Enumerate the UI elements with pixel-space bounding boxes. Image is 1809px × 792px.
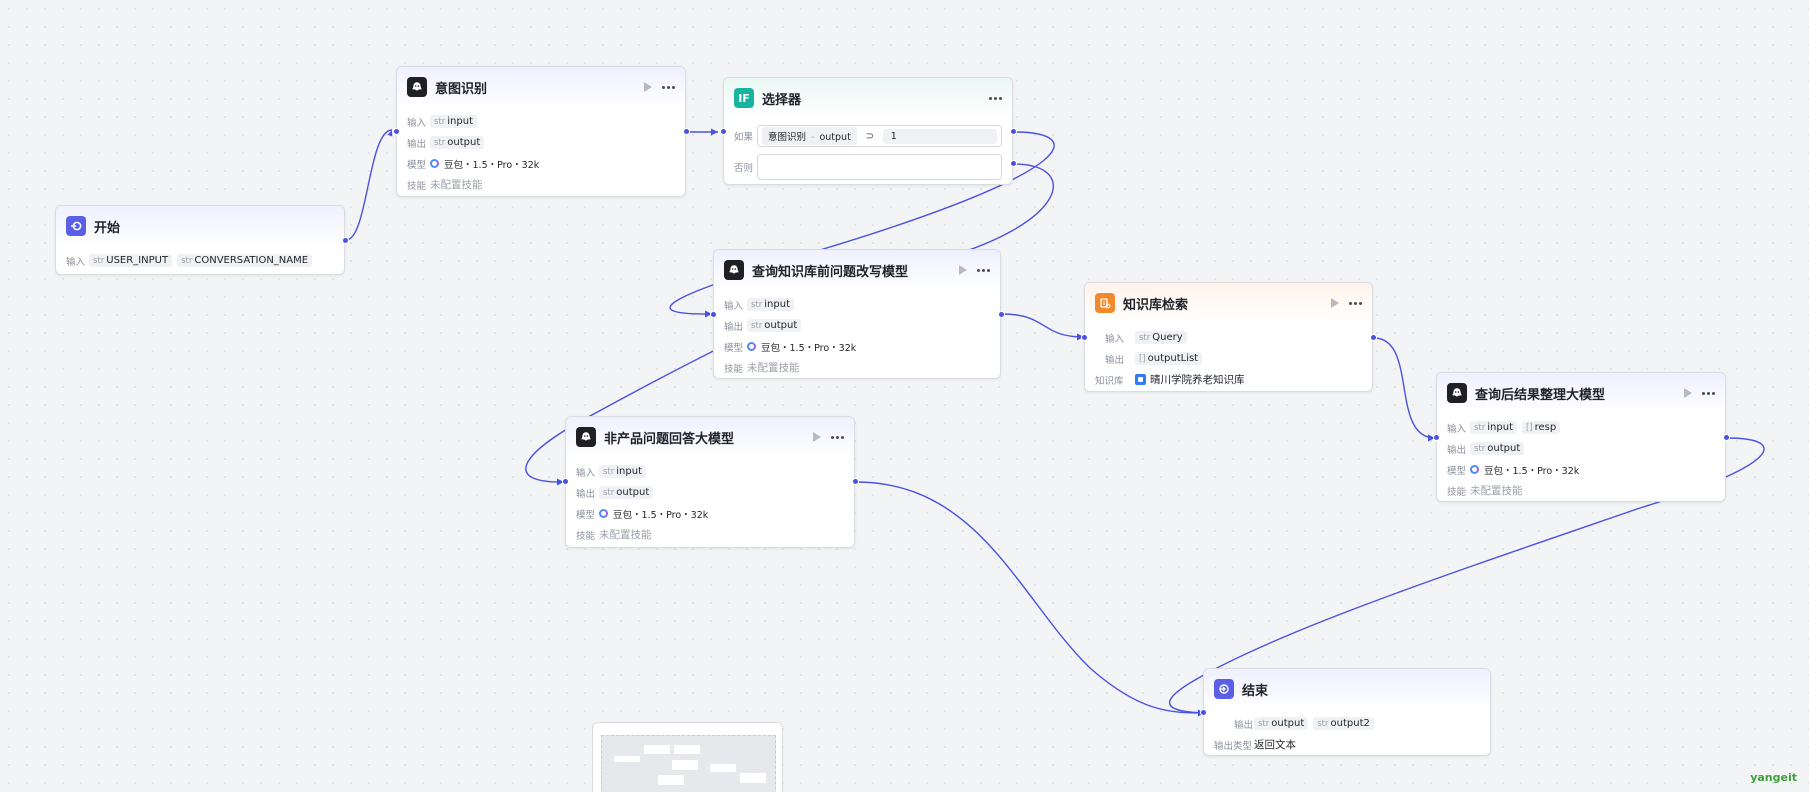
knowledge-icon: [1095, 293, 1115, 313]
kb-in-port[interactable]: [1081, 334, 1088, 341]
run-icon[interactable]: [644, 82, 652, 92]
minimap[interactable]: [592, 722, 783, 792]
summarize-skill: 未配置技能: [1470, 485, 1523, 497]
nonproduct-out-port[interactable]: [852, 478, 859, 485]
kb-dataset: 晴川学院养老知识库: [1135, 372, 1245, 387]
run-icon[interactable]: [959, 265, 967, 275]
nonproduct-model: 豆包・1.5・Pro・32k: [599, 507, 708, 521]
doubao-icon: [430, 159, 439, 168]
summarize-input-resp: []resp: [1522, 421, 1561, 434]
doubao-icon: [747, 342, 756, 351]
rewrite-in-port[interactable]: [710, 311, 717, 318]
edge-rewrite-kb: [1001, 313, 1085, 338]
more-icon[interactable]: [1702, 391, 1715, 395]
llm-icon: [724, 260, 744, 280]
run-icon[interactable]: [1684, 388, 1692, 398]
edge-start-intent: [345, 129, 393, 241]
nonproduct-in-port[interactable]: [562, 478, 569, 485]
edge-kb-summarize: [1373, 337, 1436, 439]
selector-node-title: 选择器: [762, 92, 802, 108]
selector-else-port[interactable]: [1010, 160, 1017, 167]
if-condition[interactable]: 意图识别-output ⊃ 1: [757, 125, 1002, 147]
intent-node-title: 意图识别: [435, 81, 488, 97]
end-in-port[interactable]: [1200, 709, 1207, 716]
minimap-viewport: [601, 735, 776, 792]
intent-model: 豆包・1.5・Pro・32k: [430, 157, 539, 171]
summarize-node-title: 查询后结果整理大模型: [1475, 387, 1606, 403]
condition-value: 1: [882, 128, 997, 144]
start-node-title: 开始: [94, 220, 121, 236]
more-icon[interactable]: [977, 268, 990, 272]
edge-nonproduct-end: [855, 481, 1206, 714]
selector-in-port[interactable]: [720, 128, 727, 135]
end-node-title: 结束: [1242, 683, 1269, 699]
selector-node[interactable]: IF 选择器 如果 意图识别-output ⊃ 1 否则: [723, 77, 1013, 185]
start-out-port[interactable]: [342, 237, 349, 244]
llm-icon: [576, 427, 596, 447]
more-icon[interactable]: [1349, 301, 1362, 305]
condition-ref: 意图识别-output: [762, 127, 857, 145]
condition-operator: ⊃: [865, 130, 874, 142]
start-icon: [66, 216, 86, 236]
selector-if-port[interactable]: [1010, 128, 1017, 135]
intent-out-port[interactable]: [683, 128, 690, 135]
end-icon: [1214, 679, 1234, 699]
summarize-model: 豆包・1.5・Pro・32k: [1470, 463, 1579, 477]
more-icon[interactable]: [662, 85, 675, 89]
llm-icon: [407, 77, 427, 97]
doubao-icon: [1470, 465, 1479, 474]
rewrite-model: 豆包・1.5・Pro・32k: [747, 340, 856, 354]
llm-icon: [1447, 383, 1467, 403]
kb-output: []outputList: [1135, 352, 1203, 365]
summarize-in-port[interactable]: [1433, 434, 1440, 441]
dataset-icon: [1135, 374, 1146, 385]
run-icon[interactable]: [813, 432, 821, 442]
kb-search-node-title: 知识库检索: [1123, 297, 1189, 313]
summarize-out-port[interactable]: [1723, 434, 1730, 441]
intent-skill: 未配置技能: [430, 179, 483, 191]
intent-in-port[interactable]: [393, 128, 400, 135]
start-input-label: 输入: [66, 256, 86, 268]
else-branch[interactable]: [757, 154, 1002, 180]
doubao-icon: [599, 509, 608, 518]
rewrite-node-title: 查询知识库前问题改写模型: [752, 264, 909, 280]
end-output-type: 返回文本: [1254, 739, 1296, 751]
nonproduct-node-title: 非产品问题回答大模型: [604, 431, 735, 447]
rewrite-skill: 未配置技能: [747, 362, 800, 374]
brand-watermark: yangeit: [1750, 771, 1797, 784]
rewrite-out-port[interactable]: [998, 311, 1005, 318]
run-icon[interactable]: [1331, 298, 1339, 308]
nonproduct-skill: 未配置技能: [599, 529, 652, 541]
if-icon: IF: [734, 88, 754, 108]
more-icon[interactable]: [989, 96, 1002, 100]
kb-out-port[interactable]: [1370, 334, 1377, 341]
more-icon[interactable]: [831, 435, 844, 439]
